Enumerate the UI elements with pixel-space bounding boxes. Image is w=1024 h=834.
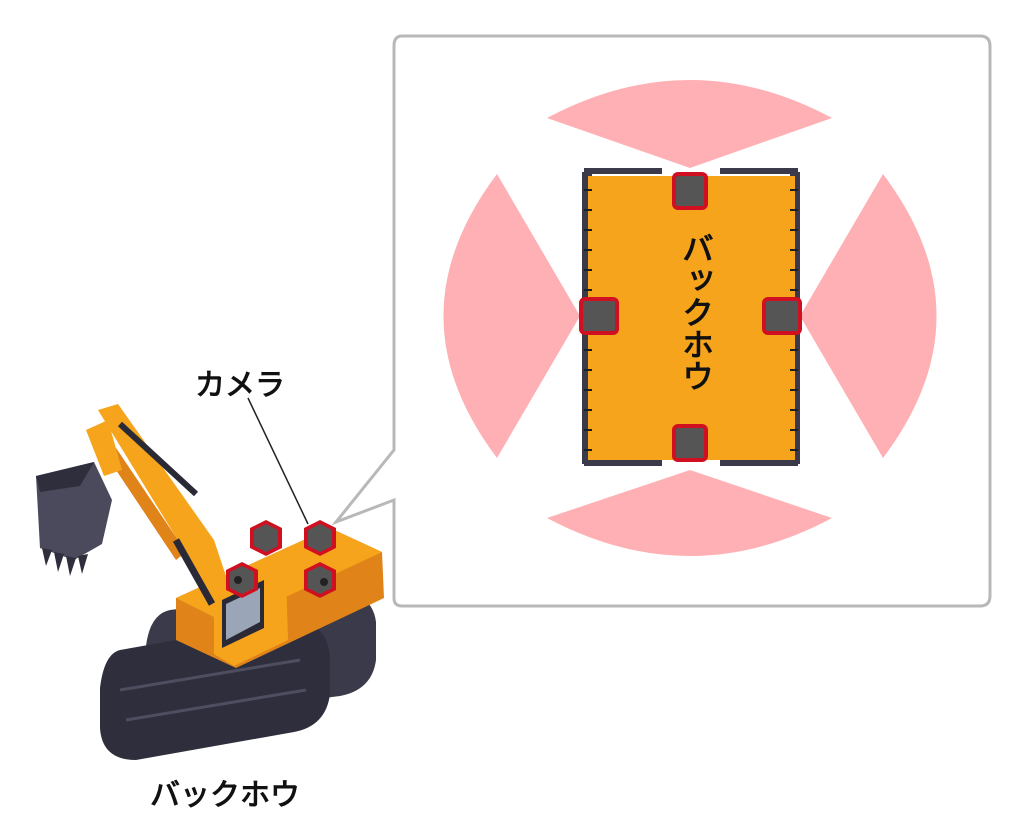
camera-label: カメラ [195,368,285,403]
camera-icon [226,562,258,598]
camera-icon [250,520,282,556]
machine-label: バックホウ [150,778,300,813]
excavator-illustration [36,404,384,760]
view-cone-left [443,174,580,458]
camera-icon [672,172,708,210]
camera-icon [579,297,619,335]
camera-view-cones [443,80,937,556]
top-view-machine [579,168,802,466]
view-cone-top [547,80,832,168]
camera-icon [762,297,802,335]
view-cone-right [800,174,937,458]
camera-icon [672,424,708,462]
machine-body-top [588,176,795,460]
camera-icon [304,562,336,598]
camera-icon [304,520,336,556]
camera-leader-line [247,397,309,525]
top-view-body-label: バックホウ [677,232,715,392]
view-cone-bottom [547,470,832,556]
